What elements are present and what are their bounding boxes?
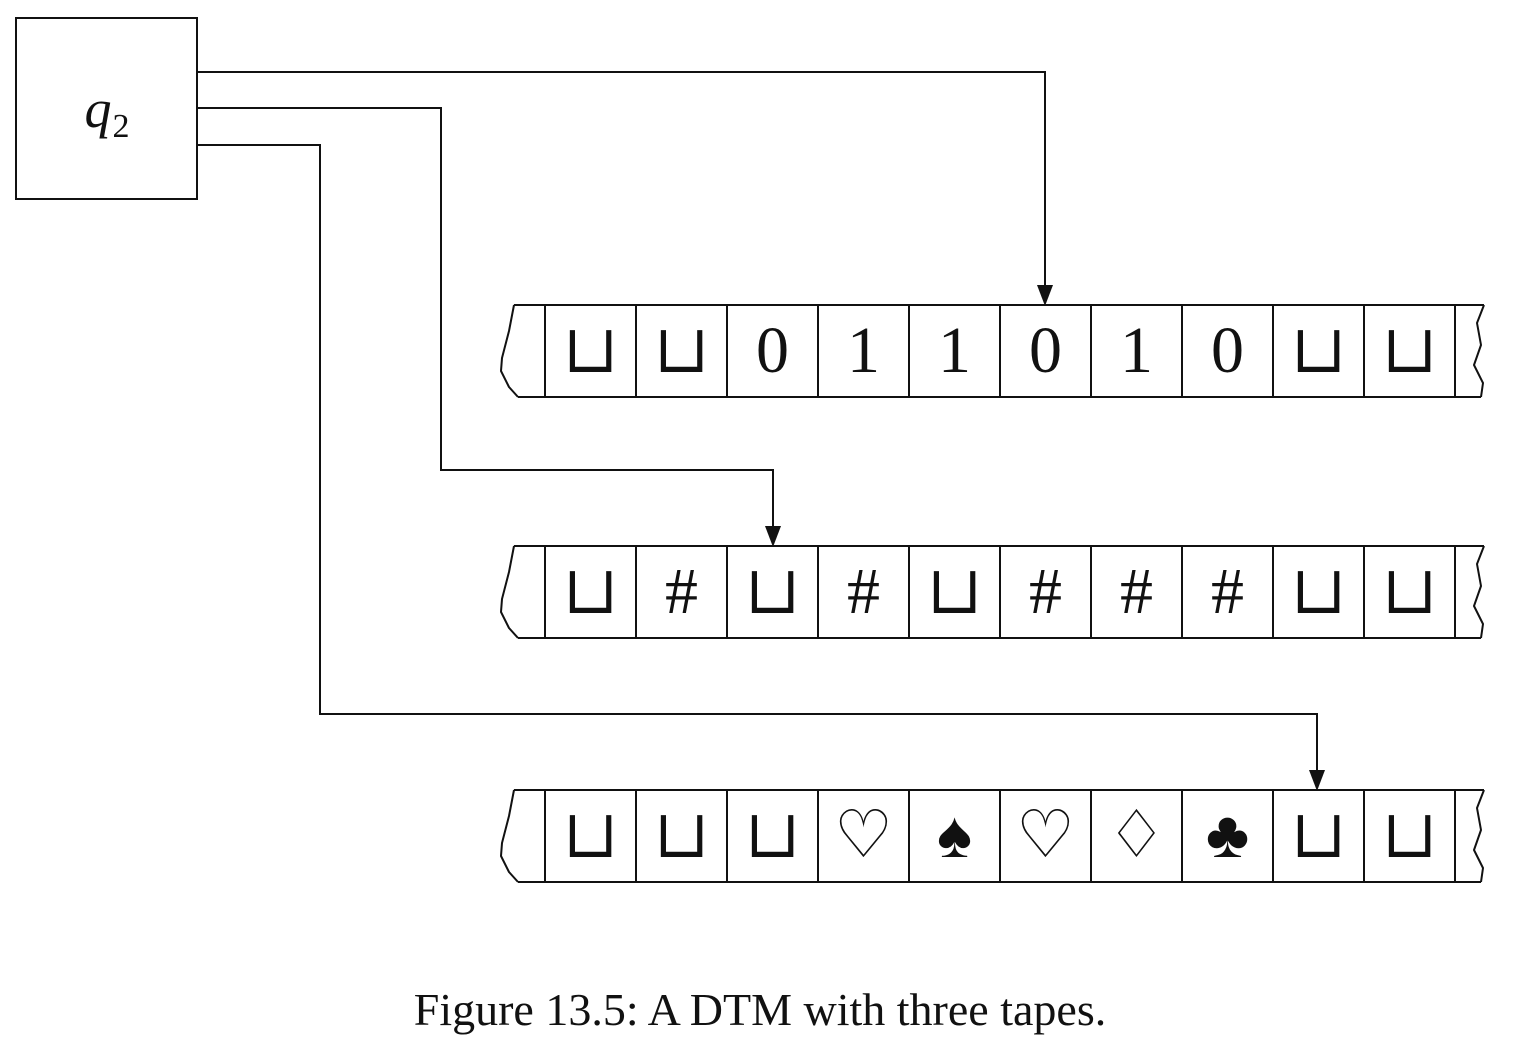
tape1-cell-8: 0: [1211, 314, 1244, 387]
wire-tape3-h2: [319, 713, 1318, 715]
tape1-cell-5: 1: [938, 314, 971, 387]
tape1-cell-7: 1: [1120, 314, 1153, 387]
tape3-cell-4: ♡: [833, 799, 894, 872]
tape2-cell-9: ⊔: [1290, 555, 1347, 628]
wire-tape1-h: [196, 71, 1046, 73]
tape2-cell-10: ⊔: [1381, 555, 1438, 628]
tape2-cell-5: ⊔: [926, 555, 983, 628]
wire-tape3-v1: [319, 144, 321, 715]
tape1-cell-10: ⊔: [1381, 314, 1438, 387]
wire-tape2-h1: [196, 107, 442, 109]
tape1-cell-9: ⊔: [1290, 314, 1347, 387]
figure-caption: Figure 13.5: A DTM with three tapes.: [413, 984, 1107, 1035]
tape3-cells: ⊔ ⊔ ⊔ ♡ ♠ ♡ ♢ ♣ ⊔ ⊔: [545, 790, 1455, 882]
wire-tape1-v: [1044, 71, 1046, 288]
tape1-cell-1: ⊔: [562, 314, 619, 387]
tape3-cell-10: ⊔: [1381, 799, 1438, 872]
tape1-cells: ⊔ ⊔ 0 1 1 0 1 0 ⊔ ⊔: [545, 305, 1455, 397]
tape2-cell-7: #: [1120, 555, 1153, 628]
tape2-cell-6: #: [1029, 555, 1062, 628]
state-box: q2: [15, 17, 198, 200]
tape1-head-arrow-icon: [1037, 285, 1053, 306]
tape2-cell-2: #: [665, 555, 698, 628]
tape3-outline: [500, 789, 1485, 883]
tape2-cell-4: #: [847, 555, 880, 628]
tape3-cell-6: ♡: [1015, 799, 1076, 872]
tape2-head-arrow-icon: [765, 526, 781, 547]
tape3-head-arrow-icon: [1309, 770, 1325, 791]
tape1-cell-4: 1: [847, 314, 880, 387]
tape-1: ⊔ ⊔ 0 1 1 0 1 0 ⊔ ⊔: [500, 303, 1492, 399]
tape2-outline: [500, 545, 1485, 639]
tape2-cell-8: #: [1211, 555, 1244, 628]
wire-tape3-v2: [1316, 713, 1318, 772]
tape3-cell-8: ♣: [1205, 799, 1250, 872]
tape3-cell-5: ♠: [936, 799, 973, 872]
tape3-cell-2: ⊔: [653, 799, 710, 872]
tape3-cell-9: ⊔: [1290, 799, 1347, 872]
wire-tape2-v1: [440, 107, 442, 471]
tape1-cell-3: 0: [756, 314, 789, 387]
tape1-outline: [500, 304, 1485, 398]
tape2-cells: ⊔ # ⊔ # ⊔ # # # ⊔ ⊔: [545, 546, 1455, 638]
state-name: q: [84, 78, 112, 139]
wire-tape2-h2: [440, 469, 774, 471]
tape-2: ⊔ # ⊔ # ⊔ # # # ⊔ ⊔: [500, 544, 1492, 640]
tape1-cell-6: 0: [1029, 314, 1062, 387]
tape2-cell-1: ⊔: [562, 555, 619, 628]
state-label: q2: [84, 78, 130, 144]
wire-tape2-v2: [772, 469, 774, 528]
tape2-cell-3: ⊔: [744, 555, 801, 628]
tape3-cell-1: ⊔: [562, 799, 619, 872]
wire-tape3-h1: [196, 144, 321, 146]
tape-3: ⊔ ⊔ ⊔ ♡ ♠ ♡ ♢ ♣ ⊔ ⊔: [500, 788, 1492, 884]
tape3-cell-3: ⊔: [744, 799, 801, 872]
tape3-cell-7: ♢: [1106, 799, 1167, 872]
state-subscript: 2: [112, 107, 130, 145]
tape1-cell-2: ⊔: [653, 314, 710, 387]
